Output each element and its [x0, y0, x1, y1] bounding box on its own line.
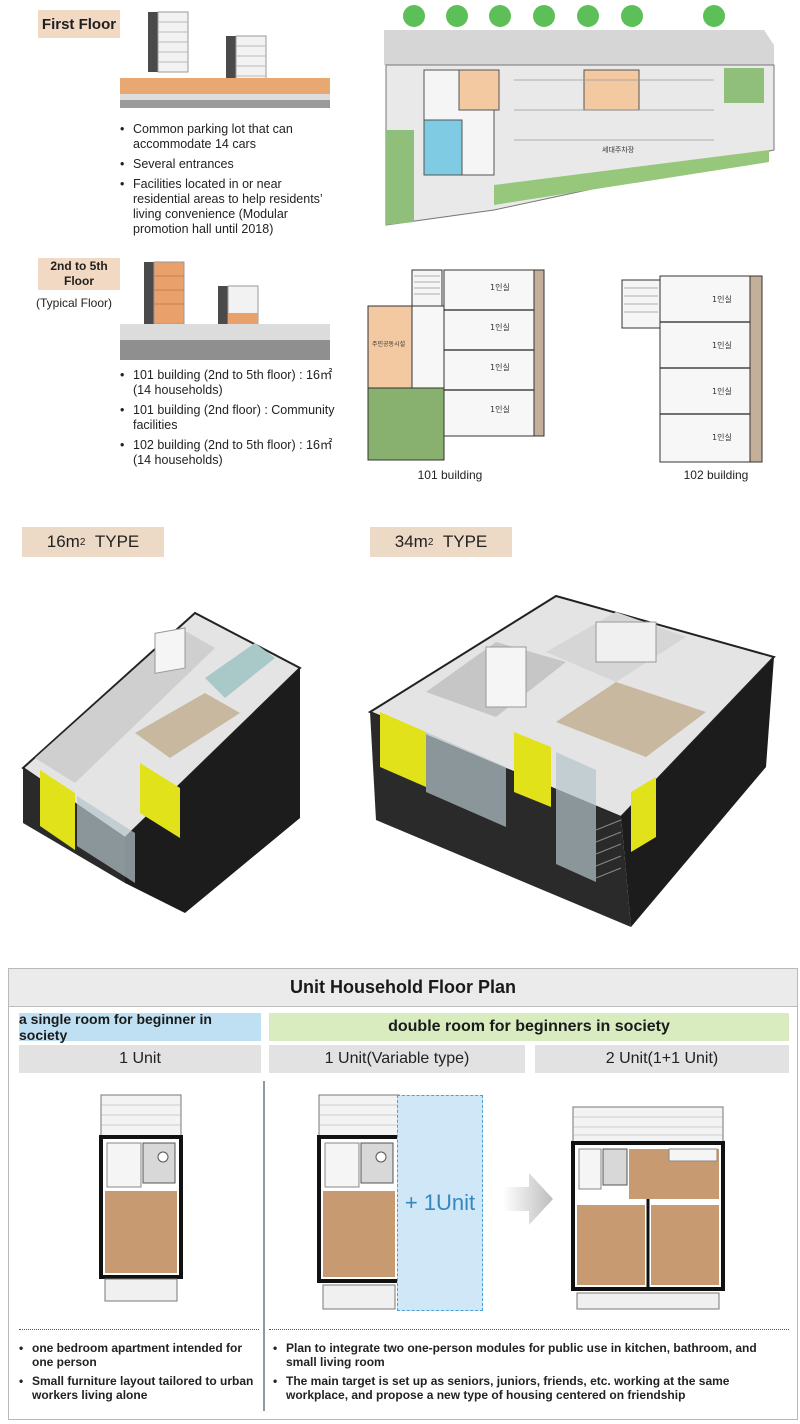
first-floor-section-diagram: [120, 11, 330, 108]
room-label-101-4: 1인실: [490, 404, 510, 414]
building-102-caption: 102 building: [683, 468, 749, 482]
room-label-102-4: 1인실: [712, 432, 732, 442]
community-facility-label: 주민공동시설: [372, 340, 405, 348]
single-bullet-1: one bedroom apartment intended for one p…: [19, 1341, 257, 1369]
single-bullet-2: Small furniture layout tailored to urban…: [19, 1374, 257, 1402]
single-1unit-subheader: 1 Unit: [19, 1045, 261, 1073]
typical-floor-tag-line2: Floor: [64, 274, 94, 288]
single-dotted-separator: [19, 1329, 259, 1330]
plus-one-unit-label: + 1Unit: [404, 1190, 476, 1215]
double-bullet-1: Plan to integrate two one-person modules…: [273, 1341, 787, 1369]
plus-one-unit-block: + 1Unit: [397, 1095, 483, 1311]
room-label-101-2: 1인실: [490, 322, 510, 332]
first-floor-bullet-2: Several entrances: [120, 157, 340, 172]
room-label-101-3: 1인실: [490, 362, 510, 372]
variable-unit-floor-plan: [317, 1094, 401, 1310]
typical-floor-subtitle: (Typical Floor): [36, 296, 113, 310]
unit-floor-plan-title: Unit Household Floor Plan: [9, 969, 797, 1007]
first-floor-bullets: Common parking lot that can accommodate …: [120, 122, 340, 242]
unit-floor-plan-panel: Unit Household Floor Plan a single room …: [8, 968, 798, 1420]
type-16-sup: 2: [79, 536, 86, 548]
double-dotted-separator: [269, 1329, 789, 1330]
building-101-caption: 101 building: [417, 468, 483, 482]
single-room-header: a single room for beginner in society: [19, 1011, 261, 1043]
type-34-sup: 2: [427, 536, 434, 548]
room-label-102-2: 1인실: [712, 340, 732, 350]
type-34-value: 34m: [394, 532, 428, 551]
double-variable-subheader: 1 Unit(Variable type): [269, 1045, 525, 1073]
double-bullet-2: The main target is set up as seniors, ju…: [273, 1374, 787, 1402]
building-102-plan: 1인실 1인실 1인실 1인실: [621, 275, 763, 463]
typical-floor-tag-line1: 2nd to 5th: [50, 259, 108, 273]
double-two-unit-subheader: 2 Unit(1+1 Unit): [535, 1045, 789, 1073]
double-room-bullets: Plan to integrate two one-person modules…: [273, 1341, 787, 1407]
single-unit-floor-plan: [99, 1094, 183, 1302]
typical-floor-tag: 2nd to 5th Floor: [38, 258, 120, 290]
type-34-isometric-model: [367, 594, 776, 927]
typical-floor-bullet-2: 101 building (2nd floor) : Community fac…: [120, 403, 340, 433]
double-room-header: double room for beginners in society: [269, 1013, 789, 1041]
parking-label: 세대주차장: [602, 145, 635, 154]
single-room-bullets: one bedroom apartment intended for one p…: [19, 1341, 257, 1407]
building-101-plan: 1인실 1인실 1인실 1인실 주민공동시설: [367, 269, 545, 461]
first-floor-bullet-3: Facilities located in or near residentia…: [120, 177, 340, 237]
two-unit-floor-plan: [571, 1106, 725, 1310]
typical-floor-section-diagram: [120, 261, 330, 360]
type-16-value: 16m: [46, 532, 80, 551]
first-floor-site-plan: 세대주차장: [384, 5, 775, 226]
room-label-101-1: 1인실: [490, 282, 510, 292]
type-34-suffix: TYPE: [442, 532, 488, 551]
first-floor-tag: First Floor: [38, 10, 120, 38]
type-16-isometric-model: [21, 611, 302, 913]
first-floor-bullet-1: Common parking lot that can accommodate …: [120, 122, 340, 152]
type-16-suffix: TYPE: [94, 532, 140, 551]
room-label-102-1: 1인실: [712, 294, 732, 304]
typical-floor-bullets: 101 building (2nd to 5th floor) : 16㎡ (1…: [120, 368, 340, 473]
typical-floor-bullet-3: 102 building (2nd to 5th floor) : 16㎡ (1…: [120, 438, 340, 468]
room-label-102-3: 1인실: [712, 386, 732, 396]
typical-floor-bullet-1: 101 building (2nd to 5th floor) : 16㎡ (1…: [120, 368, 340, 398]
transform-arrow-icon: [503, 1173, 553, 1225]
section-divider: [263, 1081, 265, 1411]
